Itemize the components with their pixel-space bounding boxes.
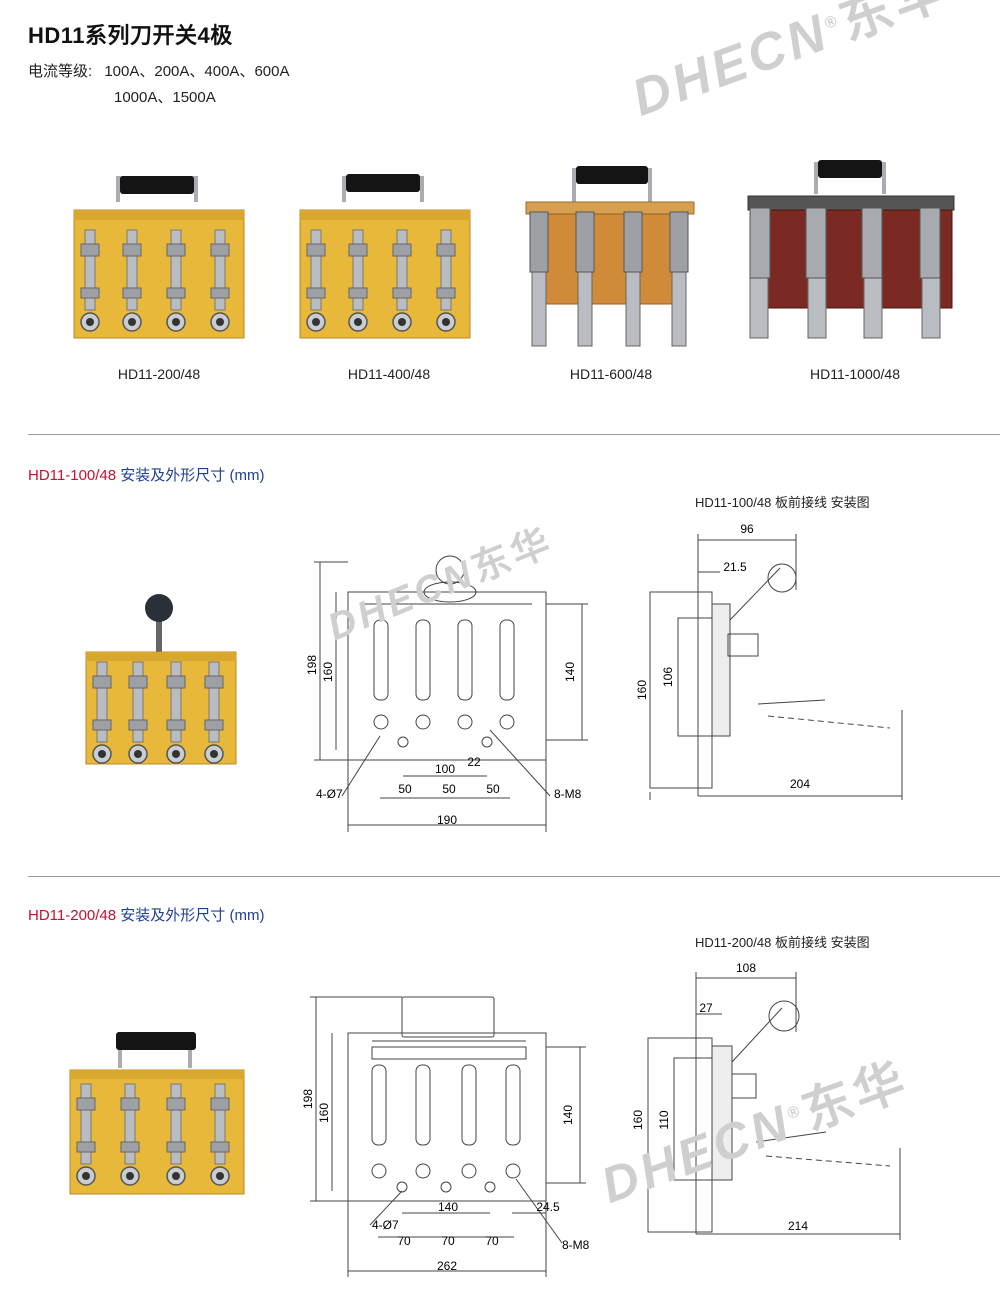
- dim-262-s2: 262: [437, 1259, 457, 1273]
- current-values-2: 1000A、1500A: [114, 89, 216, 106]
- page-title: HD11系列刀开关4极: [28, 23, 233, 48]
- side-27-s2: 27: [699, 1001, 713, 1015]
- watermark-brand-latin: DHECN: [624, 3, 838, 128]
- current-label: 电流等级:: [28, 63, 93, 80]
- section1-side-title: HD11-100/48 板前接线 安装图: [695, 495, 870, 510]
- side-110-s2: 110: [657, 1110, 671, 1129]
- dim-holes-s1: 4-Ø7: [316, 787, 343, 801]
- side-106-s1: 106: [661, 667, 675, 687]
- section1-heading-text: 安装及外形尺寸 (mm): [116, 467, 265, 484]
- dim-holes-s2: 4-Ø7: [372, 1218, 399, 1232]
- dim-100-s1: 100: [435, 762, 455, 776]
- dim-140-s2: 140: [561, 1105, 575, 1125]
- section1-front-drawing: 198 160 140 100 22 50 50 50 190 4-Ø7 8-M…: [305, 555, 588, 832]
- divider-2: [28, 876, 1000, 877]
- product-photo-2: [299, 174, 471, 339]
- dim-70b-s2: 70: [441, 1234, 455, 1248]
- product-label-2: HD11-400/48: [347, 366, 431, 382]
- current-levels-line1: 电流等级: 100A、200A、400A、600A: [28, 60, 289, 81]
- section2-heading-text: 安装及外形尺寸 (mm): [116, 907, 265, 924]
- section1-photo: [85, 594, 237, 765]
- product-photo-4: [747, 160, 955, 339]
- section2-heading: HD11-200/48 安装及外形尺寸 (mm): [28, 904, 264, 925]
- product-label-3: HD11-600/48: [569, 366, 653, 382]
- dim-140w-s2: 140: [438, 1200, 458, 1214]
- dim-160-s2: 160: [317, 1103, 331, 1123]
- dim-198-s1: 198: [305, 655, 319, 675]
- side-160-s1: 160: [635, 680, 649, 700]
- side-108-s2: 108: [736, 961, 756, 975]
- section1-model: HD11-100/48: [28, 467, 117, 484]
- side-215-s1: 21.5: [723, 560, 747, 574]
- divider-1: [28, 434, 1000, 435]
- dim-160-s1: 160: [321, 662, 335, 682]
- side-214-s2: 214: [788, 1219, 808, 1233]
- section2-side-drawing: 108 27 160 110 214: [631, 961, 901, 1240]
- dim-70a-s2: 70: [397, 1234, 411, 1248]
- side-160-s2: 160: [631, 1110, 645, 1130]
- product-label-1: HD11-200/48: [117, 366, 201, 382]
- dim-198-s2: 198: [301, 1089, 315, 1109]
- dim-bolts-s1: 8-M8: [554, 787, 582, 801]
- watermark-top: DHECN®东华: [620, 0, 958, 130]
- current-values-1: 100A、200A、400A、600A: [104, 63, 290, 80]
- dim-190-s1: 190: [437, 813, 457, 827]
- product-label-4: HD11-1000/48: [809, 366, 901, 382]
- section1-side-drawing: 96 21.5 160 106 204: [635, 522, 903, 800]
- section2-side-title: HD11-200/48 板前接线 安装图: [695, 935, 870, 950]
- dim-50c-s1: 50: [486, 782, 500, 796]
- product-photos: [73, 160, 955, 347]
- product-photo-3: [525, 166, 695, 347]
- dim-245-s2: 24.5: [536, 1200, 560, 1214]
- section2-model: HD11-200/48: [28, 907, 117, 924]
- section1-heading: HD11-100/48 安装及外形尺寸 (mm): [28, 464, 264, 485]
- side-96-s1: 96: [740, 522, 754, 536]
- dim-140-s1: 140: [563, 662, 577, 682]
- product-photo-1: [73, 176, 245, 339]
- section2-front-drawing: 198 160 140 140 24.5 70 70 70 262 4-Ø7 8…: [301, 996, 590, 1277]
- watermark-brand-cn: 东华: [832, 0, 958, 53]
- dim-bolts-s2: 8-M8: [562, 1238, 590, 1252]
- side-204-s1: 204: [790, 777, 810, 791]
- dim-50a-s1: 50: [398, 782, 412, 796]
- dim-22-s1: 22: [467, 755, 481, 769]
- dim-70c-s2: 70: [485, 1234, 499, 1248]
- dim-50b-s1: 50: [442, 782, 456, 796]
- section2-photo: [69, 1032, 245, 1195]
